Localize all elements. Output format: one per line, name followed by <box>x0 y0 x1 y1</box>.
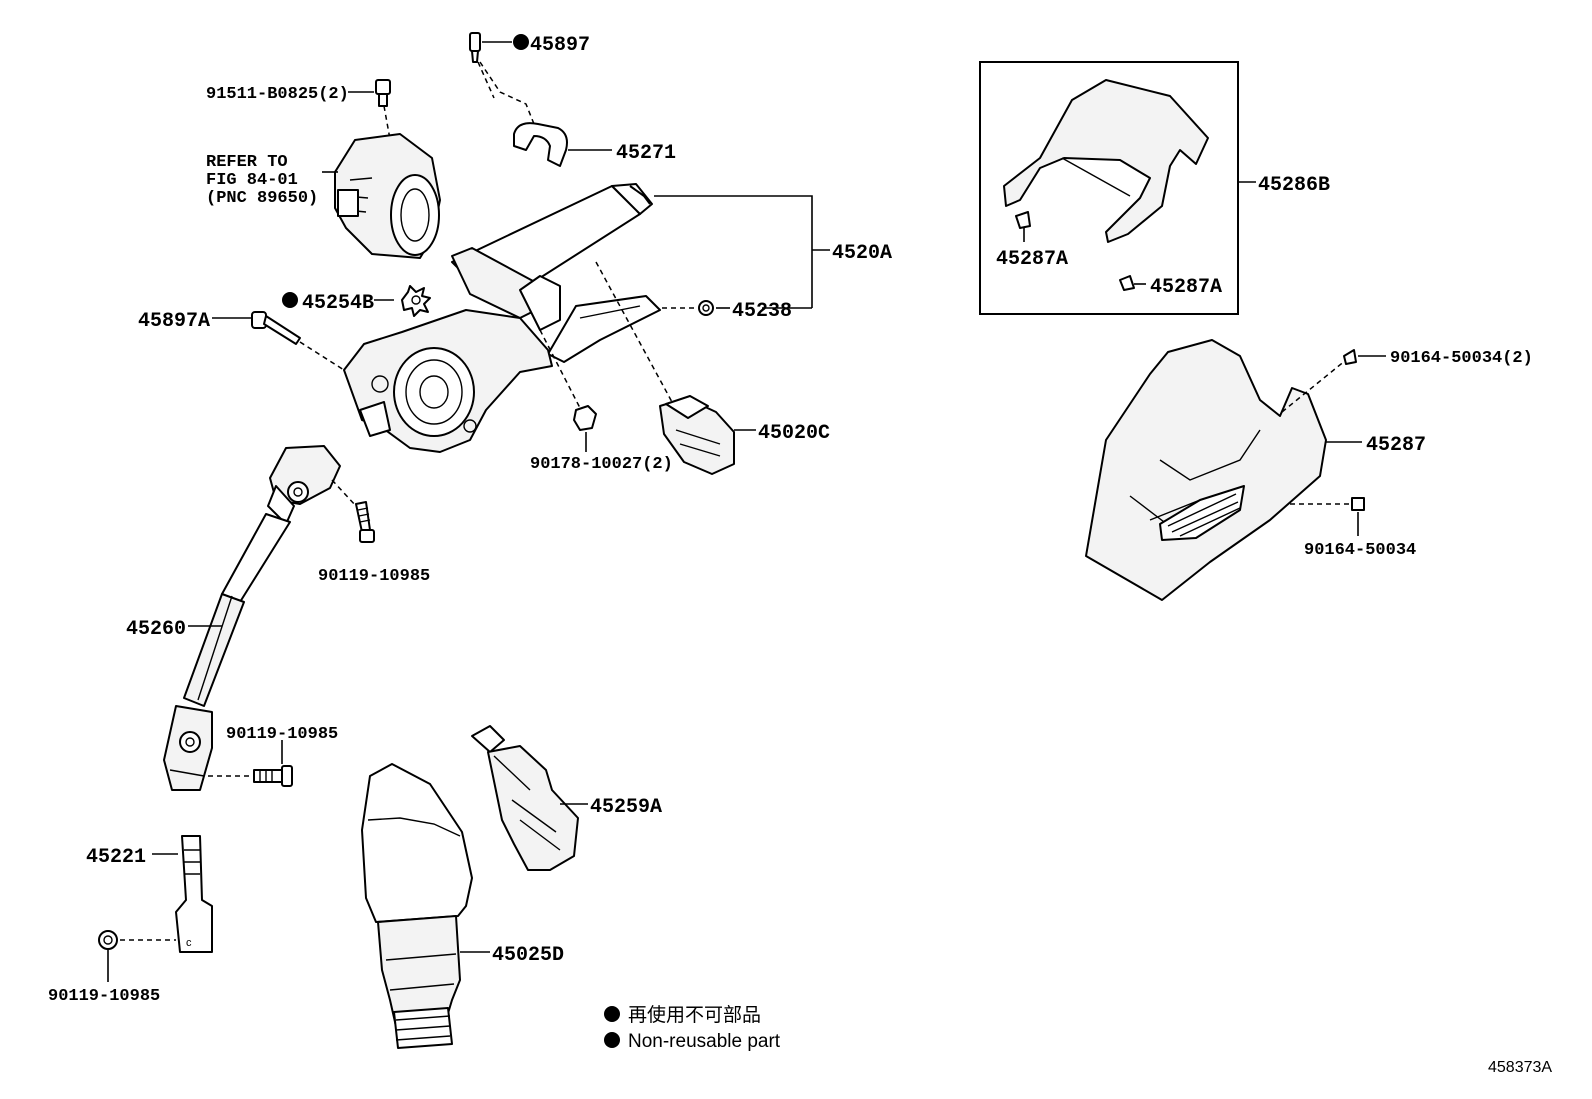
label-45020c: 45020C <box>758 422 830 445</box>
label-45287: 45287 <box>1366 434 1426 457</box>
bolt-90119-upper <box>355 501 375 543</box>
label-45287a-right: 45287A <box>1150 276 1222 299</box>
cover-45259a <box>471 725 588 871</box>
label-90119-10985-bottom: 90119-10985 <box>48 987 160 1006</box>
label-91511-b0825: 91511-B0825(2) <box>206 85 349 104</box>
bracket-mark: c <box>186 937 192 949</box>
label-45025d: 45025D <box>492 944 564 967</box>
label-90119-10985-lower: 90119-10985 <box>226 725 338 744</box>
label-45286b: 45286B <box>1258 174 1330 197</box>
nut-90178 <box>539 329 597 452</box>
label-45897a: 45897A <box>138 310 210 333</box>
bolt-45897 <box>469 32 529 63</box>
label-45254b: 45254B <box>302 292 374 315</box>
boot-45025d <box>361 763 490 1049</box>
legend-dot-en <box>604 1032 620 1048</box>
bolt-45897a <box>212 311 345 371</box>
label-90164-50034: 90164-50034 <box>1304 541 1416 560</box>
label-45238: 45238 <box>732 300 792 323</box>
non-reusable-dot <box>513 34 529 50</box>
label-45271: 45271 <box>616 142 676 165</box>
label-refer-line-1: REFER TO <box>206 153 288 172</box>
label-90164-50034-2: 90164-50034(2) <box>1390 349 1533 368</box>
non-reusable-dot <box>282 292 298 308</box>
label-45897: 45897 <box>530 34 590 57</box>
label-refer-line-3: (PNC 89650) <box>206 189 318 208</box>
bracket-45221: c <box>120 835 213 953</box>
intermediate-shaft-45260 <box>163 445 357 791</box>
lower-cover-45287 <box>1085 339 1386 601</box>
clamp-45271 <box>477 61 612 167</box>
label-45259a: 45259A <box>590 796 662 819</box>
legend: 再使用不可部品 Non-reusable part <box>604 1004 781 1052</box>
label-45221: 45221 <box>86 846 146 869</box>
nut-45238 <box>662 300 730 316</box>
label-45287a-left: 45287A <box>996 248 1068 271</box>
figure-id: 458373A <box>1488 1059 1552 1076</box>
nut-90119-bottom <box>98 930 118 982</box>
bolt-90119-lower <box>208 740 293 787</box>
upper-cover-group-45286b <box>979 61 1256 315</box>
label-45260: 45260 <box>126 618 186 641</box>
gear-45254b <box>282 285 431 317</box>
module-45020c <box>595 261 756 475</box>
legend-text-jp: 再使用不可部品 <box>628 1004 761 1026</box>
label-refer-line-2: FIG 84-01 <box>206 171 298 190</box>
steering-column-4520a <box>343 183 830 453</box>
legend-dot-jp <box>604 1006 620 1022</box>
label-90178-10027: 90178-10027(2) <box>530 455 673 474</box>
label-90119-10985-upper: 90119-10985 <box>318 567 430 586</box>
label-4520a: 4520A <box>832 242 892 265</box>
motor-unit <box>322 133 441 259</box>
legend-text-en: Non-reusable part <box>628 1031 781 1052</box>
